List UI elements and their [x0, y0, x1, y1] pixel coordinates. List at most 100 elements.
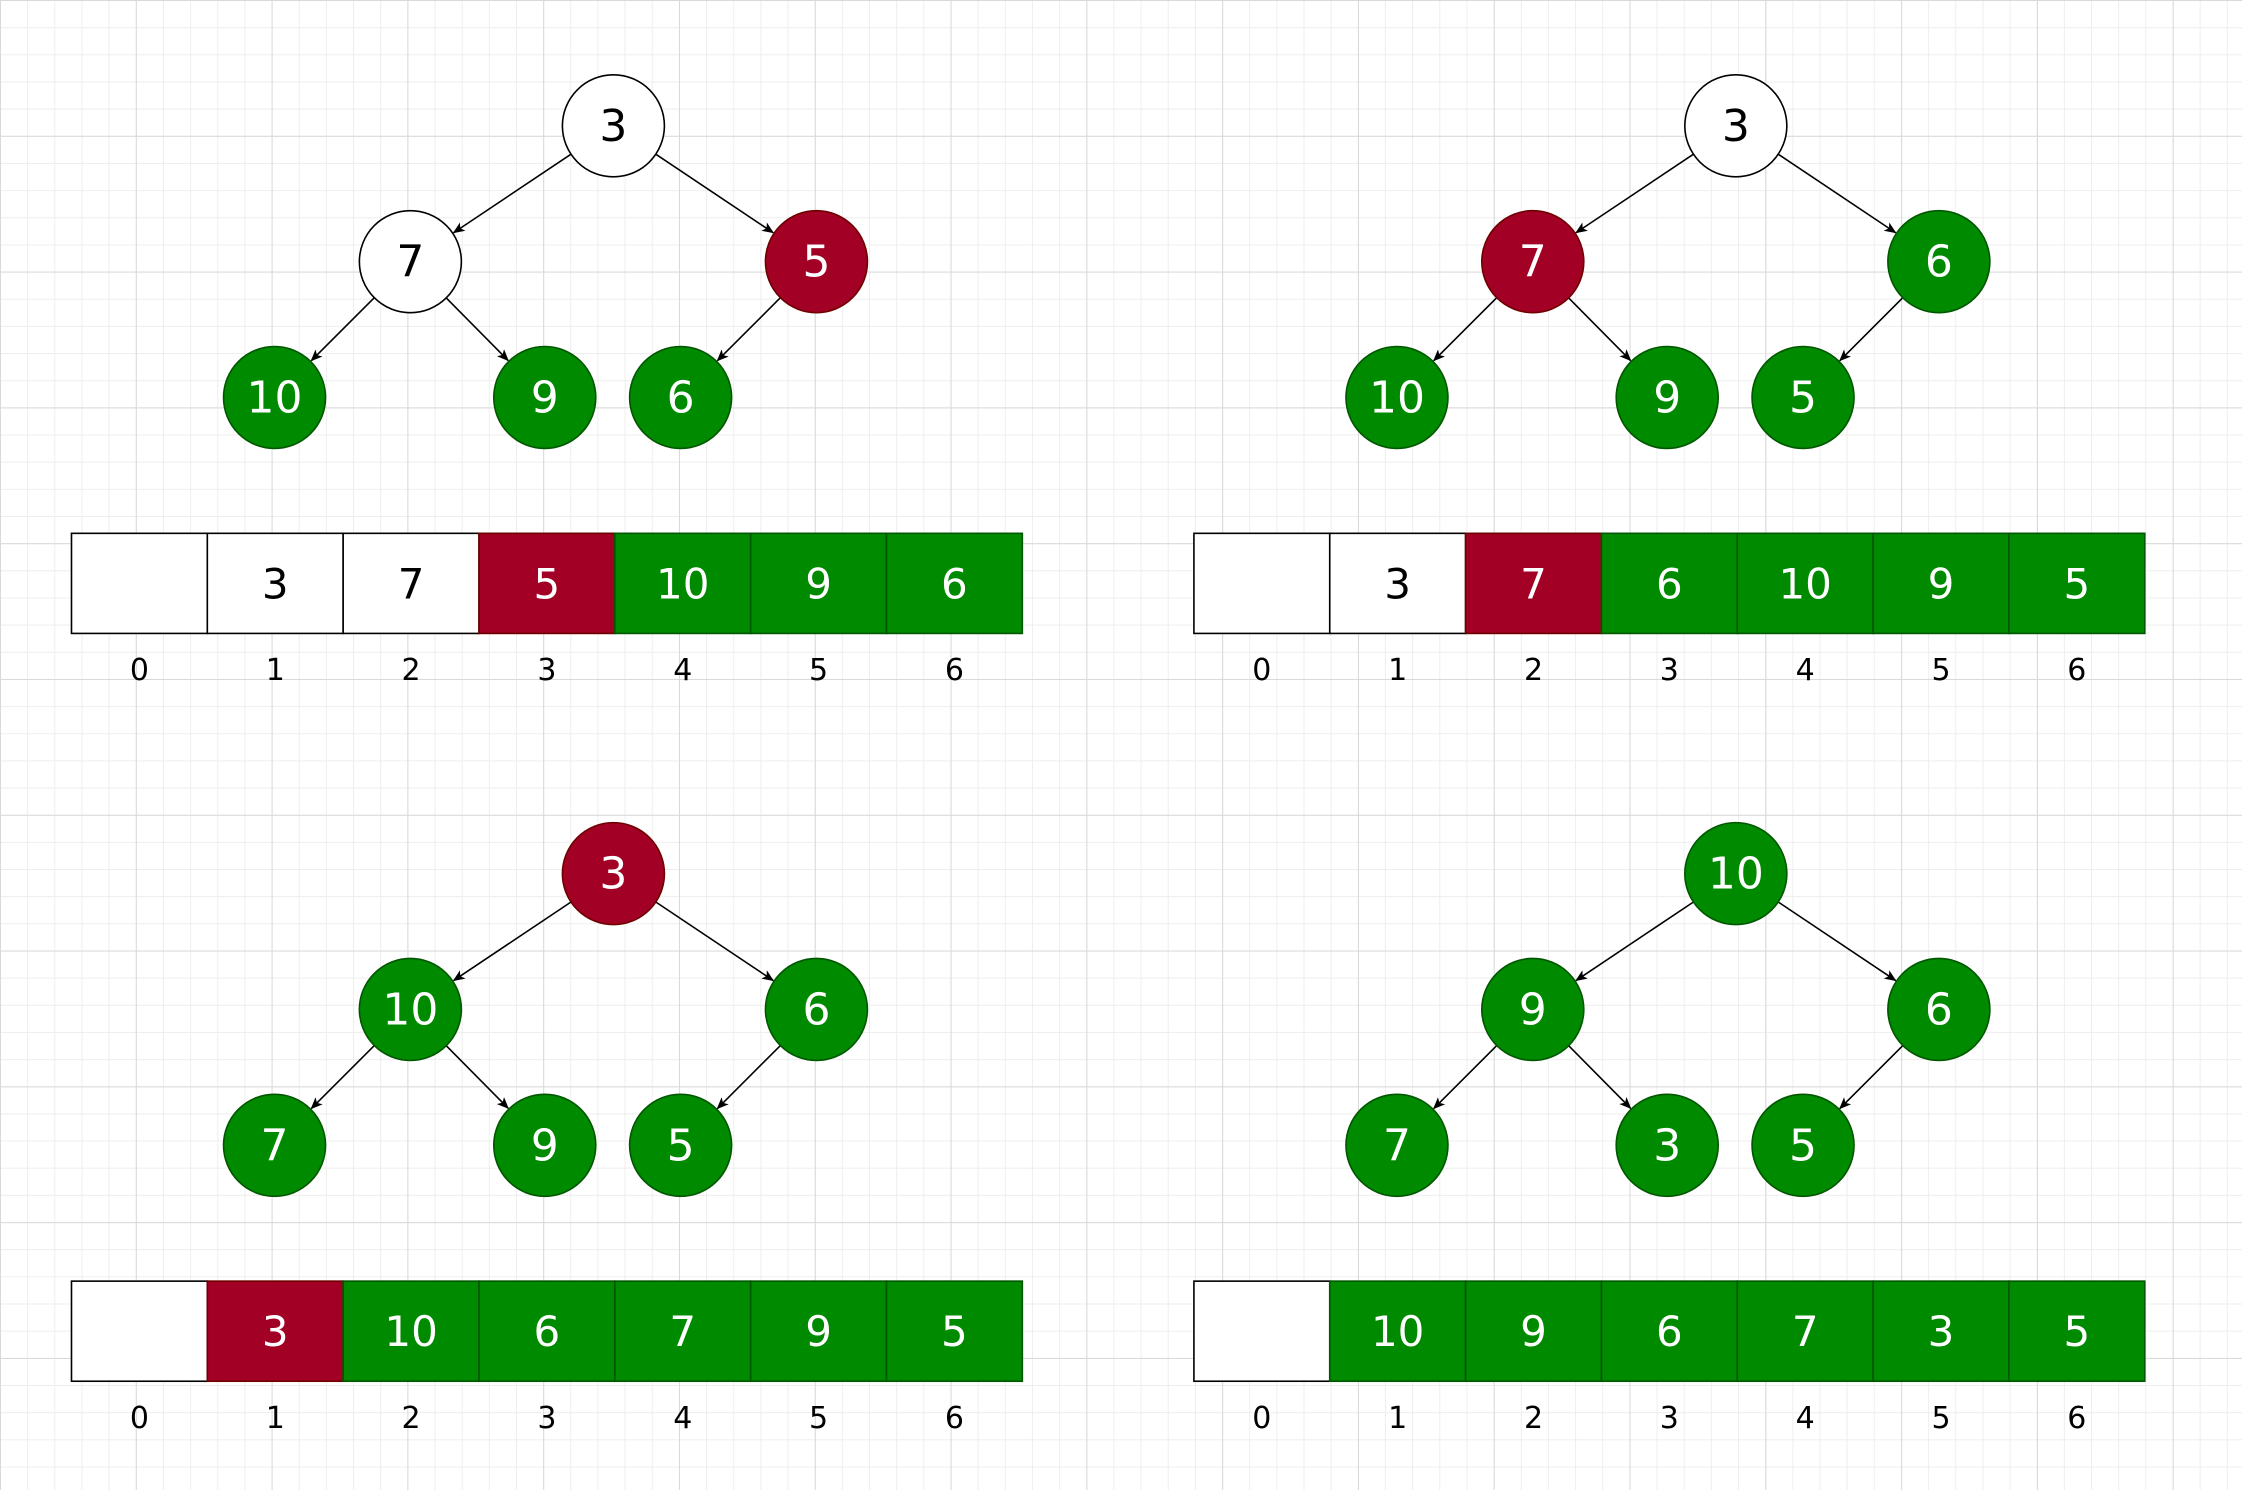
tree-edges	[1433, 153, 1904, 362]
array-cell-box	[1736, 532, 1874, 635]
array-cell-box	[478, 1280, 616, 1383]
tree-node-label: 7	[261, 1120, 289, 1171]
array-cell-value: 7	[1520, 559, 1547, 608]
array-cell-box	[206, 532, 344, 635]
array-index-label: 4	[1796, 1401, 1815, 1436]
array-cell: 6	[1600, 1280, 1739, 1383]
tree-edge-1-4	[1568, 297, 1632, 362]
array-cell-value: 9	[805, 559, 832, 608]
array-cell-box	[885, 532, 1024, 635]
tree-edge-1-3	[310, 297, 375, 362]
tree-edge-0-2	[1777, 153, 1897, 234]
tree-node-circle	[764, 957, 869, 1062]
array-cell	[1193, 1280, 1331, 1383]
array-cell-value: 5	[534, 559, 561, 608]
array-cell	[70, 1280, 209, 1383]
array-cell-value: 10	[384, 1307, 437, 1356]
tree-node: 10	[1684, 821, 1788, 926]
tree-node: 10	[222, 345, 327, 450]
tree-node-circle	[1615, 1093, 1720, 1198]
tree-node-circle	[358, 209, 463, 314]
tree-edges	[310, 153, 781, 362]
array-index-label: 2	[402, 1401, 421, 1436]
tree-node-circle	[628, 345, 733, 450]
tree-node-label: 7	[396, 237, 424, 288]
tree-edge-0-1	[452, 901, 572, 982]
array-index-label: 5	[1931, 1401, 1950, 1436]
tree-node-circle	[358, 957, 463, 1062]
array-cell-box	[885, 1280, 1024, 1383]
array-index-label: 2	[1524, 653, 1543, 688]
tree-node-circle	[561, 821, 666, 926]
tree-node: 9	[492, 1093, 597, 1198]
tree-node-label: 10	[1708, 849, 1764, 900]
tree-edge-2-5	[716, 1044, 781, 1110]
tree-node-circle	[1684, 74, 1788, 178]
array-cell: 3	[1872, 1280, 2010, 1383]
array-cell-value: 9	[1520, 1307, 1547, 1356]
array-index-label: 6	[2067, 1401, 2086, 1436]
array-index-label: 4	[673, 653, 692, 688]
array-cell: 5	[885, 1280, 1024, 1383]
tree-edge-0-2	[1777, 901, 1897, 982]
tree-node-circle	[1345, 1093, 1449, 1198]
tree-node-label: 5	[1789, 372, 1817, 423]
array-cell-value: 10	[1778, 559, 1831, 608]
array-cell-box	[1193, 532, 1331, 635]
tree-node-label: 6	[1925, 984, 1953, 1035]
array-cell: 6	[885, 532, 1024, 635]
tree-edge-1-3	[1433, 297, 1498, 362]
tree-edge-1-3	[310, 1044, 375, 1110]
array-cell-box	[342, 532, 480, 635]
array-index-label: 6	[2067, 653, 2086, 688]
array-cell: 10	[342, 1280, 480, 1383]
array-index-label: 1	[266, 653, 285, 688]
tree-node: 7	[358, 209, 463, 314]
array-cell: 5	[478, 532, 616, 635]
tree-node-circle	[561, 74, 666, 178]
array-index-label: 1	[1388, 1401, 1407, 1436]
tree-node-label: 7	[1519, 237, 1547, 288]
array-index-label: 6	[945, 1401, 964, 1436]
array-cell-value: 7	[669, 1307, 696, 1356]
tree-node-label: 3	[1722, 101, 1750, 152]
array-cell-box	[2008, 532, 2146, 635]
array-cell: 9	[1872, 532, 2010, 635]
array-index-label: 6	[945, 653, 964, 688]
tree-node-label: 7	[1383, 1120, 1411, 1171]
tree-node-circle	[1751, 1093, 1855, 1198]
array-cell-value: 6	[534, 1307, 561, 1356]
array-cell-box	[1872, 532, 2010, 635]
tree-node-circle	[1480, 209, 1585, 314]
array-cell-box	[206, 1280, 344, 1383]
tree-node: 9	[1615, 345, 1720, 450]
tree-node-circle	[628, 1093, 733, 1198]
tree-node-circle	[1751, 345, 1855, 450]
tree-node: 5	[1751, 1093, 1855, 1198]
tree-node-label: 5	[667, 1120, 695, 1171]
array-cell-box	[1193, 1280, 1331, 1383]
tree-node: 6	[1887, 209, 1991, 314]
array-cell: 9	[749, 1280, 888, 1383]
array-cell: 10	[1328, 1280, 1467, 1383]
tree-edge-2-5	[1839, 297, 1904, 362]
tree-node-label: 9	[1653, 372, 1681, 423]
array-cell-value: 6	[941, 559, 968, 608]
tree-node-label: 6	[667, 372, 695, 423]
array-cell-value: 6	[1656, 559, 1683, 608]
tree-node-circle	[222, 345, 327, 450]
array-index-label: 3	[537, 1401, 556, 1436]
array-cell-value: 7	[398, 559, 425, 608]
array-cell: 10	[1736, 532, 1874, 635]
tree-node-label: 9	[531, 1120, 559, 1171]
array-cell: 3	[206, 1280, 344, 1383]
array-cell-box	[478, 532, 616, 635]
tree-node-label: 3	[599, 849, 627, 900]
tree-node-circle	[492, 1093, 597, 1198]
array-cell-value: 3	[1928, 1307, 1955, 1356]
